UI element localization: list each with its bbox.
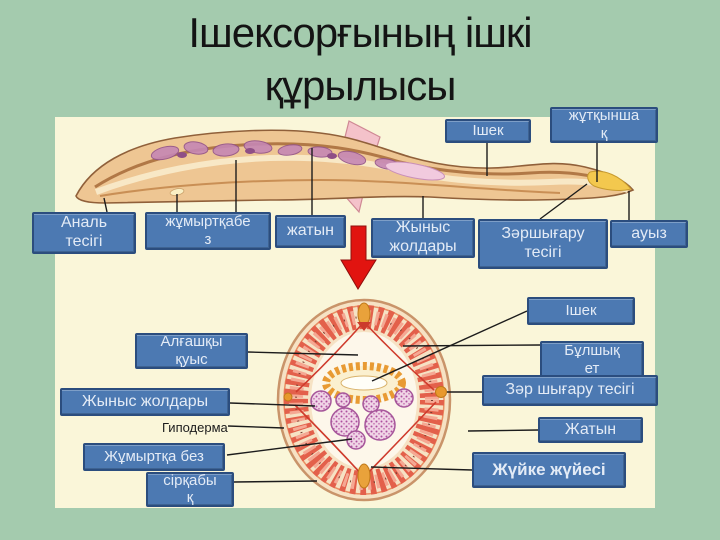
callout-primary-cavity: Алғашқы қуыс: [135, 333, 248, 369]
callout-mouth: ауыз: [610, 220, 688, 248]
callout-egg-gland-top: жұмыртқабе з: [145, 212, 271, 250]
worm-pharynx-region: [587, 170, 632, 191]
callout-excretory-opening-top: Зәршығару тесігі: [478, 219, 608, 269]
callout-egg-gland-bottom: Жұмыртқа без: [83, 443, 225, 471]
gonad-circles: [310, 388, 414, 450]
slide-title: Ішексорғының ішкі құрылысы: [0, 6, 720, 112]
down-arrow-icon: [340, 225, 377, 290]
callout-uterus-bottom: Жатын: [538, 417, 643, 443]
callout-uterus-top: жатын: [275, 215, 346, 248]
nerve-and-excretory-chords: [283, 302, 447, 489]
callout-genital-tracts-top: Жыныс жолдары: [371, 218, 475, 258]
callout-anal-opening: Аналь тесігі: [32, 212, 136, 254]
callout-nervous-system: Жүйке жүйесі: [472, 452, 626, 488]
callout-genital-tracts-bottom: Жыныс жолдары: [60, 388, 230, 416]
label-hypodermis: Гиподерма: [162, 420, 228, 435]
callout-excretory-opening-bottom: Зәр шығару тесігі: [482, 375, 658, 406]
muscle-chord-lines: [294, 321, 437, 478]
leader-lines: [103, 143, 630, 483]
slide-title-line1: Ішексорғының ішкі: [188, 9, 532, 56]
callout-intestine-bottom: Ішек: [527, 297, 635, 325]
callout-muscle: Бұлшық ет: [540, 341, 644, 379]
callout-intestine-top: Ішек: [445, 119, 531, 143]
callout-serous-capsule: сірқабы қ: [146, 472, 234, 507]
slide-title-line2: құрылысы: [264, 62, 457, 109]
cross-section-figure: [276, 298, 452, 502]
callout-pharynx: жұтқынша қ: [550, 107, 658, 143]
worm-figure: [75, 129, 635, 204]
